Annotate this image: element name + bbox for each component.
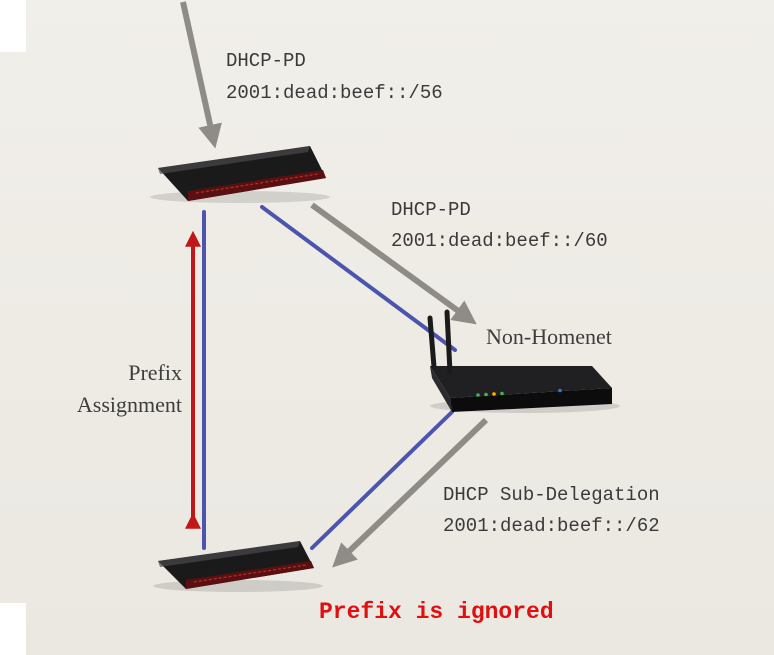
- prefix-ignored-notice: Prefix is ignored: [319, 599, 554, 625]
- upstream-pd-prefix-label: 2001:dead:beef::/56: [226, 82, 443, 104]
- non-homenet-label: Non-Homenet: [486, 324, 612, 349]
- upstream-pd-protocol-label: DHCP-PD: [226, 50, 306, 72]
- link-non-homenet-to-bottom: [310, 410, 454, 550]
- upstream-pd-arrow: [180, 1, 222, 149]
- router-icon: [153, 541, 323, 592]
- prefix-assignment-label-line1: Prefix: [128, 360, 182, 385]
- antenna-router-icon: [427, 309, 620, 413]
- delegation-arrows: [180, 1, 489, 568]
- subdelegation-arrow: [332, 417, 489, 568]
- middle-pd-prefix-label: 2001:dead:beef::/60: [391, 230, 608, 252]
- middle-pd-arrow: [310, 202, 477, 325]
- subdelegation-prefix-label: 2001:dead:beef::/62: [443, 515, 660, 537]
- link-lines: [202, 205, 457, 550]
- link-top-to-non-homenet: [260, 205, 457, 352]
- prefix-assignment-label-line2: Assignment: [77, 392, 182, 417]
- page-margin-top: [0, 0, 26, 52]
- router-icon: [150, 146, 330, 203]
- middle-pd-protocol-label: DHCP-PD: [391, 199, 471, 221]
- subdelegation-protocol-label: DHCP Sub-Delegation: [443, 484, 660, 506]
- page-margin-bottom: [0, 603, 26, 655]
